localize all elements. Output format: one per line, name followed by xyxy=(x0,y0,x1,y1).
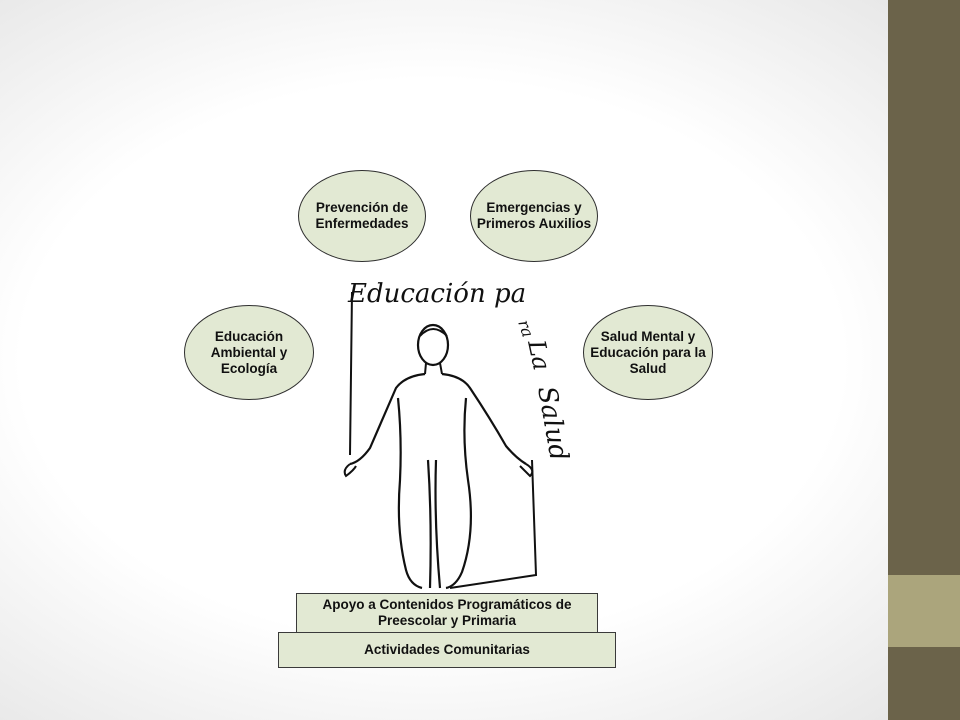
topic-educacion-ambiental-ecologia: Educación Ambiental y Ecología xyxy=(184,305,314,400)
figure-hands xyxy=(343,463,534,478)
pedestal-lower-box: Actividades Comunitarias xyxy=(278,632,616,668)
diagram-title-salud: Salud xyxy=(531,384,570,463)
side-bar-accent xyxy=(888,575,960,647)
human-figure-illustration: Educación pa ra La Salud xyxy=(343,279,570,590)
pedestal-upper-box: Apoyo a Contenidos Programáticos de Pree… xyxy=(296,593,598,633)
topic-emergencias-primeros-auxilios: Emergencias y Primeros Auxilios xyxy=(470,170,598,262)
topic-salud-mental-educacion: Salud Mental y Educación para la Salud xyxy=(583,305,713,400)
topic-prevencion-enfermedades: Prevención de Enfermedades xyxy=(298,170,426,262)
figure-head xyxy=(416,323,450,367)
slide-side-bar xyxy=(888,0,960,720)
diagram-title-main: Educación pa xyxy=(347,279,526,309)
diagram-title-la: La xyxy=(522,336,556,372)
diagram-title-ra: ra xyxy=(514,317,537,339)
frame-line xyxy=(349,291,538,589)
figure-body xyxy=(349,372,527,590)
